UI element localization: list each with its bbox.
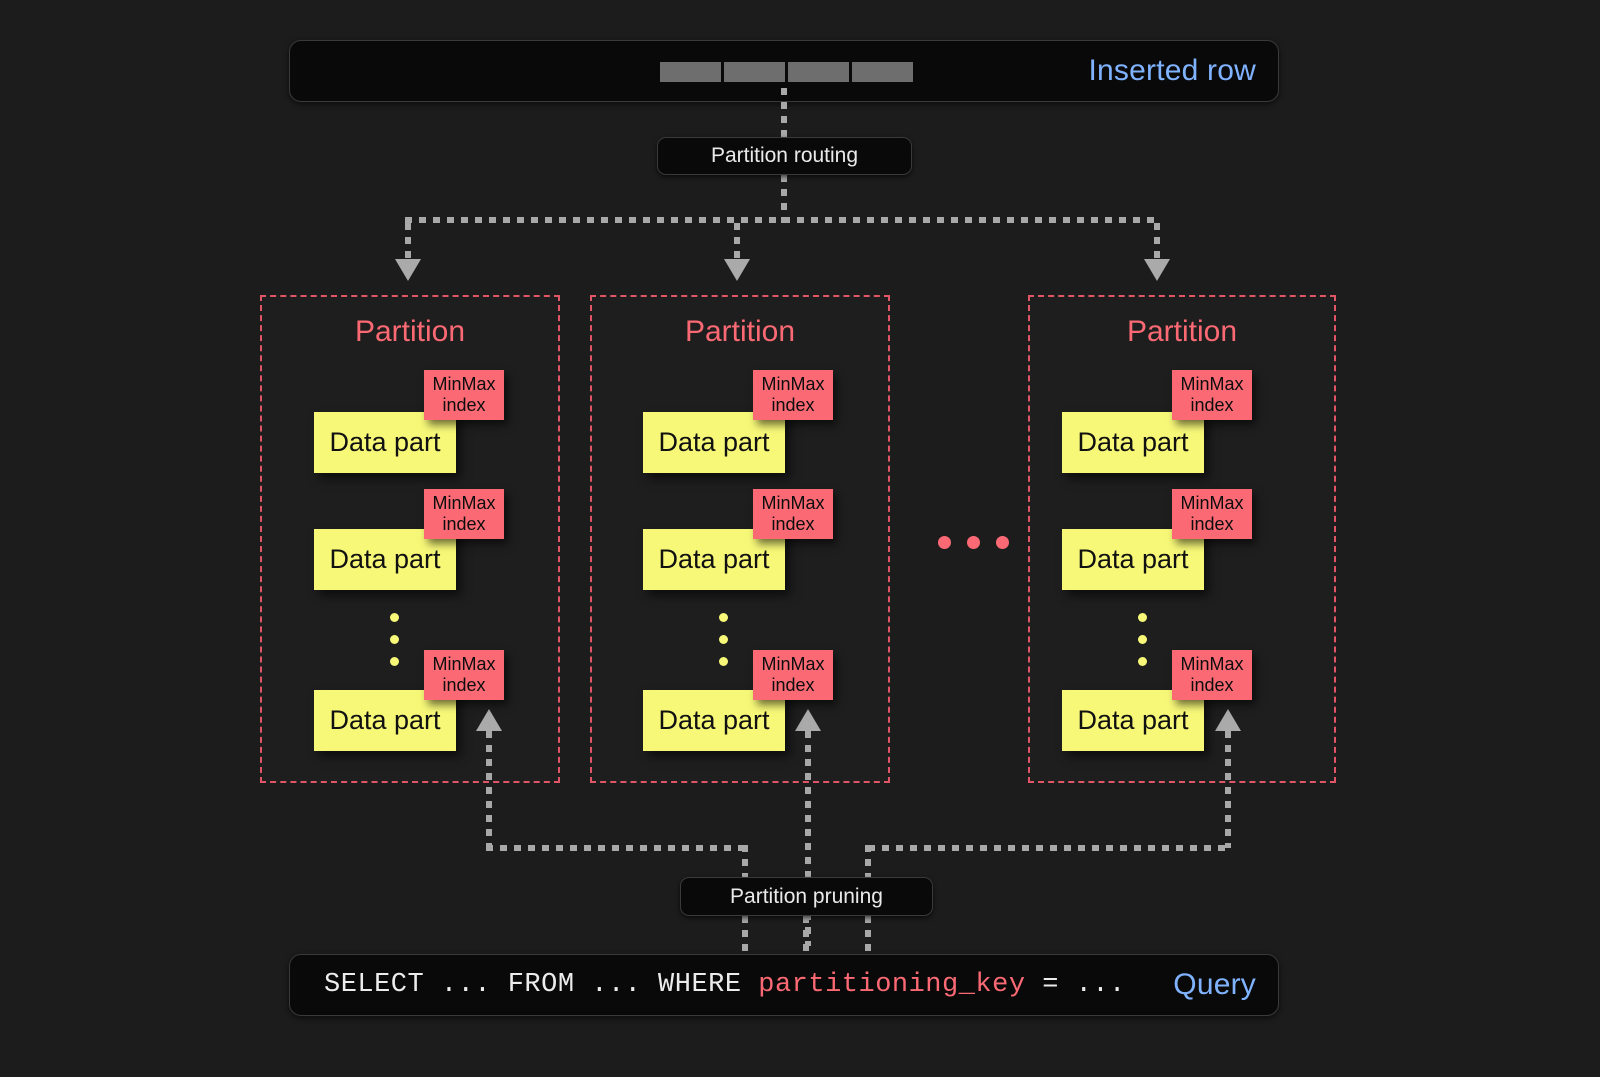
data-part-box: Data part (314, 529, 456, 590)
connector-bus-to-partition-2 (734, 223, 740, 261)
row-cell (788, 62, 849, 82)
minmax-index-text: MinMax index (761, 373, 825, 415)
ellipsis-dot (390, 635, 399, 644)
minmax-index-box: MinMax index (424, 489, 504, 539)
ellipsis-dot (719, 657, 728, 666)
data-part-box: Data part (314, 412, 456, 473)
minmax-index-box: MinMax index (1172, 489, 1252, 539)
minmax-index-text: MinMax index (432, 492, 496, 534)
connector-bus-to-partition-1 (405, 223, 411, 261)
partition-title: Partition (684, 315, 796, 348)
arrowhead-partition-1 (395, 259, 421, 281)
row-cell (852, 62, 913, 82)
data-part-ellipsis (390, 613, 399, 679)
query-bar: SELECT ... FROM ... WHERE partitioning_k… (289, 954, 1279, 1016)
connector-routing-to-bus (781, 175, 787, 223)
data-part-box: Data part (643, 690, 785, 751)
minmax-index-text: MinMax index (1180, 492, 1244, 534)
inserted-row-bar: Inserted row (289, 40, 1279, 102)
arrowhead-pruning-partition-2 (795, 709, 821, 731)
data-part-box: Data part (314, 690, 456, 751)
query-sql-prefix: SELECT ... FROM ... WHERE (324, 970, 759, 1000)
partition-box-2: Partition (590, 295, 890, 783)
connector-pruning-right-horizontal (868, 845, 1231, 851)
arrowhead-pruning-partition-1 (476, 709, 502, 731)
data-part-box: Data part (643, 529, 785, 590)
row-cell (724, 62, 785, 82)
query-label: Query (1173, 968, 1256, 1001)
connector-pruning-partition-1-vertical (486, 731, 492, 848)
ellipsis-dot (390, 613, 399, 622)
minmax-index-box: MinMax index (424, 650, 504, 700)
partition-box-3: Partition (1028, 295, 1336, 783)
minmax-index-text: MinMax index (761, 492, 825, 534)
connector-pruning-to-query-center (803, 916, 809, 954)
data-part-box: Data part (643, 412, 785, 473)
partition-box-1: Partition (260, 295, 560, 783)
partition-title: Partition (1126, 315, 1238, 348)
connector-pruning-to-query-left (742, 916, 748, 954)
arrowhead-pruning-partition-3 (1215, 709, 1241, 731)
minmax-index-box: MinMax index (753, 650, 833, 700)
ellipsis-dot (938, 536, 951, 549)
ellipsis-dot (390, 657, 399, 666)
row-cell (660, 62, 721, 82)
connector-bus-to-partition-3 (1154, 223, 1160, 261)
data-part-ellipsis (1138, 613, 1147, 679)
inserted-row-label: Inserted row (1088, 54, 1256, 87)
ellipsis-dot (967, 536, 980, 549)
query-sql-text: SELECT ... FROM ... WHERE partitioning_k… (324, 970, 1126, 1000)
minmax-index-box: MinMax index (1172, 650, 1252, 700)
minmax-index-text: MinMax index (1180, 373, 1244, 415)
arrowhead-partition-2 (724, 259, 750, 281)
ellipsis-dot (1138, 635, 1147, 644)
partition-ellipsis (938, 536, 1009, 549)
data-part-box: Data part (1062, 412, 1204, 473)
connector-row-to-routing (781, 88, 787, 140)
minmax-index-text: MinMax index (761, 653, 825, 695)
minmax-index-box: MinMax index (1172, 370, 1252, 420)
inserted-row-cells (660, 62, 913, 82)
minmax-index-text: MinMax index (432, 653, 496, 695)
connector-pruning-left-horizontal (486, 845, 748, 851)
minmax-index-text: MinMax index (432, 373, 496, 415)
partition-title: Partition (354, 315, 466, 348)
minmax-index-box: MinMax index (753, 370, 833, 420)
connector-pruning-to-query-right (865, 916, 871, 954)
minmax-index-box: MinMax index (753, 489, 833, 539)
data-part-box: Data part (1062, 529, 1204, 590)
connector-pruning-partition-2-vertical (805, 731, 811, 946)
minmax-index-box: MinMax index (424, 370, 504, 420)
data-part-ellipsis (719, 613, 728, 679)
ellipsis-dot (719, 613, 728, 622)
ellipsis-dot (1138, 613, 1147, 622)
ellipsis-dot (996, 536, 1009, 549)
query-partitioning-key: partitioning_key (758, 970, 1026, 1000)
routing-bus-line (405, 217, 1160, 223)
partition-routing-label: Partition routing (657, 137, 912, 175)
connector-pruning-partition-3-vertical (1225, 731, 1231, 848)
data-part-box: Data part (1062, 690, 1204, 751)
partition-pruning-label: Partition pruning (680, 877, 933, 916)
arrowhead-partition-3 (1144, 259, 1170, 281)
ellipsis-dot (1138, 657, 1147, 666)
ellipsis-dot (719, 635, 728, 644)
minmax-index-text: MinMax index (1180, 653, 1244, 695)
query-sql-suffix: = ... (1025, 970, 1126, 1000)
